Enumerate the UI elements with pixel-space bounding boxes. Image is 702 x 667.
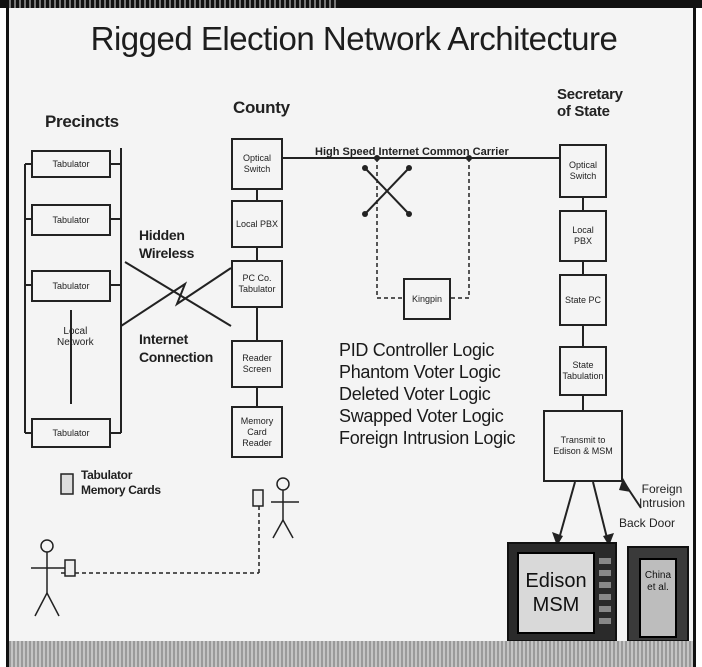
state-transmit-box: Transmit to Edison & MSM (543, 410, 623, 482)
county-pc-tabulator: PC Co. Tabulator (231, 260, 283, 308)
precinct-tabulator-3: Tabulator (31, 270, 111, 302)
internet-connection-label: Internet Connection (139, 331, 213, 365)
logic-item-deleted: Deleted Voter Logic (339, 384, 491, 404)
logic-item-foreign: Foreign Intrusion Logic (339, 428, 516, 448)
carrier-label: High Speed Internet Common Carrier (315, 146, 509, 158)
precinct-tabulator-2: Tabulator (31, 204, 111, 236)
state-local-pbx: Local PBX (559, 210, 607, 262)
logic-item-pid: PID Controller Logic (339, 340, 495, 360)
memory-card-legend-icon (60, 473, 74, 495)
top-bar (0, 0, 702, 8)
tv-knobs (599, 558, 611, 628)
worker-figure (271, 477, 299, 539)
local-network-label: Local Network (57, 326, 94, 348)
back-door-label: Back Door (619, 516, 676, 530)
precincts-header: Precincts (45, 112, 119, 131)
county-optical-switch: Optical Switch (231, 138, 283, 190)
voter-figure (31, 539, 65, 617)
county-header: County (233, 98, 290, 117)
top-bar-hatch (6, 0, 336, 8)
precinct-tabulator-4: Tabulator (31, 418, 111, 448)
bottom-strip (9, 641, 693, 667)
kingpin-box: Kingpin (403, 278, 451, 320)
state-pc: State PC (559, 274, 607, 326)
county-memory-card-reader: Memory Card Reader (231, 406, 283, 458)
precinct-tabulator-1: Tabulator (31, 150, 111, 178)
memory-cards-legend: Tabulator Memory Cards (81, 468, 161, 497)
state-optical-switch: Optical Switch (559, 144, 607, 198)
tv-screen: Edison MSM (517, 552, 595, 634)
edison-msm-tv: Edison MSM (507, 542, 617, 642)
foreign-intrusion-label: Foreign Intrusion (639, 482, 686, 510)
back-door-frame: China et al. (627, 546, 689, 642)
secretary-header-line2: of State (557, 103, 610, 120)
state-tabulation: State Tabulation (559, 346, 607, 396)
secretary-header: Secretary of State (557, 86, 623, 120)
logic-item-swapped: Swapped Voter Logic (339, 406, 504, 426)
logic-item-phantom: Phantom Voter Logic (339, 362, 501, 382)
logic-list: PID Controller Logic Phantom Voter Logic… (339, 339, 516, 449)
county-reader-screen: Reader Screen (231, 340, 283, 388)
connection-lines (24, 148, 642, 617)
hidden-wireless-label: Hidden Wireless (139, 227, 195, 261)
back-door-panel: China et al. (639, 558, 677, 638)
diagram-panel: Rigged Election Network Architecture Pre… (6, 8, 696, 667)
county-local-pbx: Local PBX (231, 200, 283, 248)
secretary-header-line1: Secretary (557, 86, 623, 103)
memory-card-carried (64, 559, 76, 577)
diagram-title: Rigged Election Network Architecture (90, 20, 618, 57)
memory-card-delivered (252, 489, 264, 507)
